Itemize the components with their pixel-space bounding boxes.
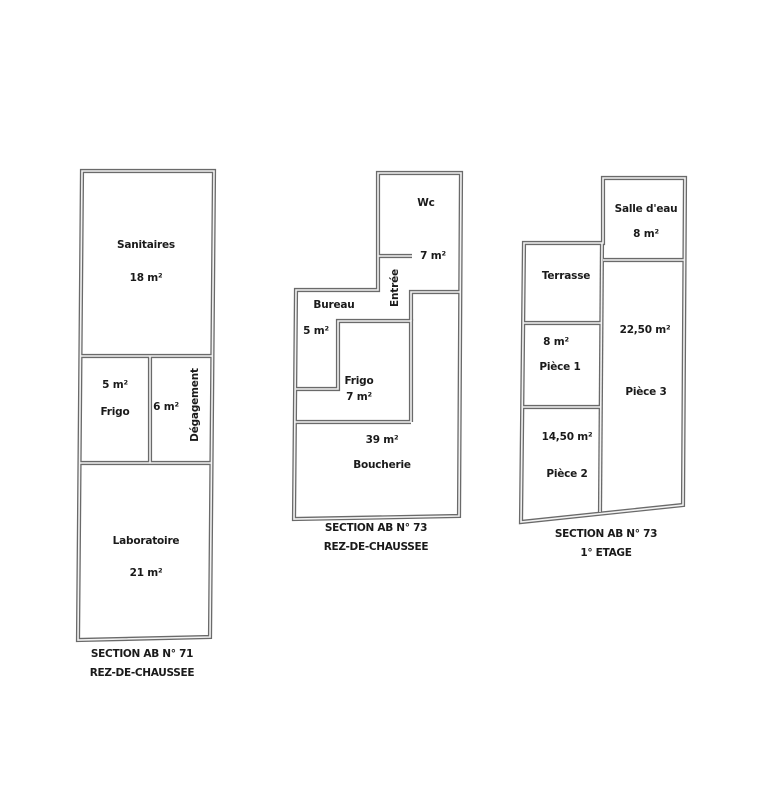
plan-caption-level: REZ-DE-CHAUSSEE <box>323 541 429 553</box>
room-boucherie-name: Boucherie <box>353 459 411 471</box>
room-wc-area: 7 m² <box>420 250 446 262</box>
room-frigo-name: Frigo <box>100 406 130 418</box>
room-piece1-name: Pièce 1 <box>539 361 581 373</box>
plan-3-walls <box>518 175 688 525</box>
room-degagement-name: Dégagement <box>189 368 201 442</box>
plan-caption-section: SECTION AB N° 73 <box>324 522 428 534</box>
room-boucherie-area: 39 m² <box>365 434 399 446</box>
room-bureau-name: Bureau <box>313 299 355 311</box>
room-terrasse-name: Terrasse <box>541 270 591 282</box>
room-salle-deau-area: 8 m² <box>633 228 659 240</box>
room-degagement-area: 6 m² <box>153 401 179 413</box>
room-piece3-name: Pièce 3 <box>625 386 667 398</box>
room-sanitaires-name: Sanitaires <box>117 239 175 251</box>
room-laboratoire-name: Laboratoire <box>112 535 180 547</box>
plan-caption-level: REZ-DE-CHAUSSEE <box>89 667 195 679</box>
room-piece2-area: 14,50 m² <box>541 431 593 443</box>
plan-caption-level: 1° ETAGE <box>580 547 632 559</box>
room-sanitaires-area: 18 m² <box>129 272 163 284</box>
room-frigo-area: 5 m² <box>102 379 128 391</box>
room-piece3-area: 22,50 m² <box>619 324 671 336</box>
room-frigo-name: Frigo <box>344 375 374 387</box>
room-entree-name: Entrée <box>389 269 401 307</box>
room-bureau-area: 5 m² <box>303 325 329 337</box>
room-frigo-area: 7 m² <box>346 391 372 403</box>
room-wc-name: Wc <box>417 197 435 209</box>
room-piece2-name: Pièce 2 <box>546 468 588 480</box>
plan-2-walls <box>291 170 464 522</box>
room-piece1-area: 8 m² <box>543 336 569 348</box>
room-laboratoire-area: 21 m² <box>129 567 163 579</box>
plan-caption-section: SECTION AB N° 71 <box>90 648 194 660</box>
plan-caption-section: SECTION AB N° 73 <box>554 528 658 540</box>
room-salle-deau-name: Salle d'eau <box>614 203 678 215</box>
plan-1-walls <box>75 168 217 643</box>
